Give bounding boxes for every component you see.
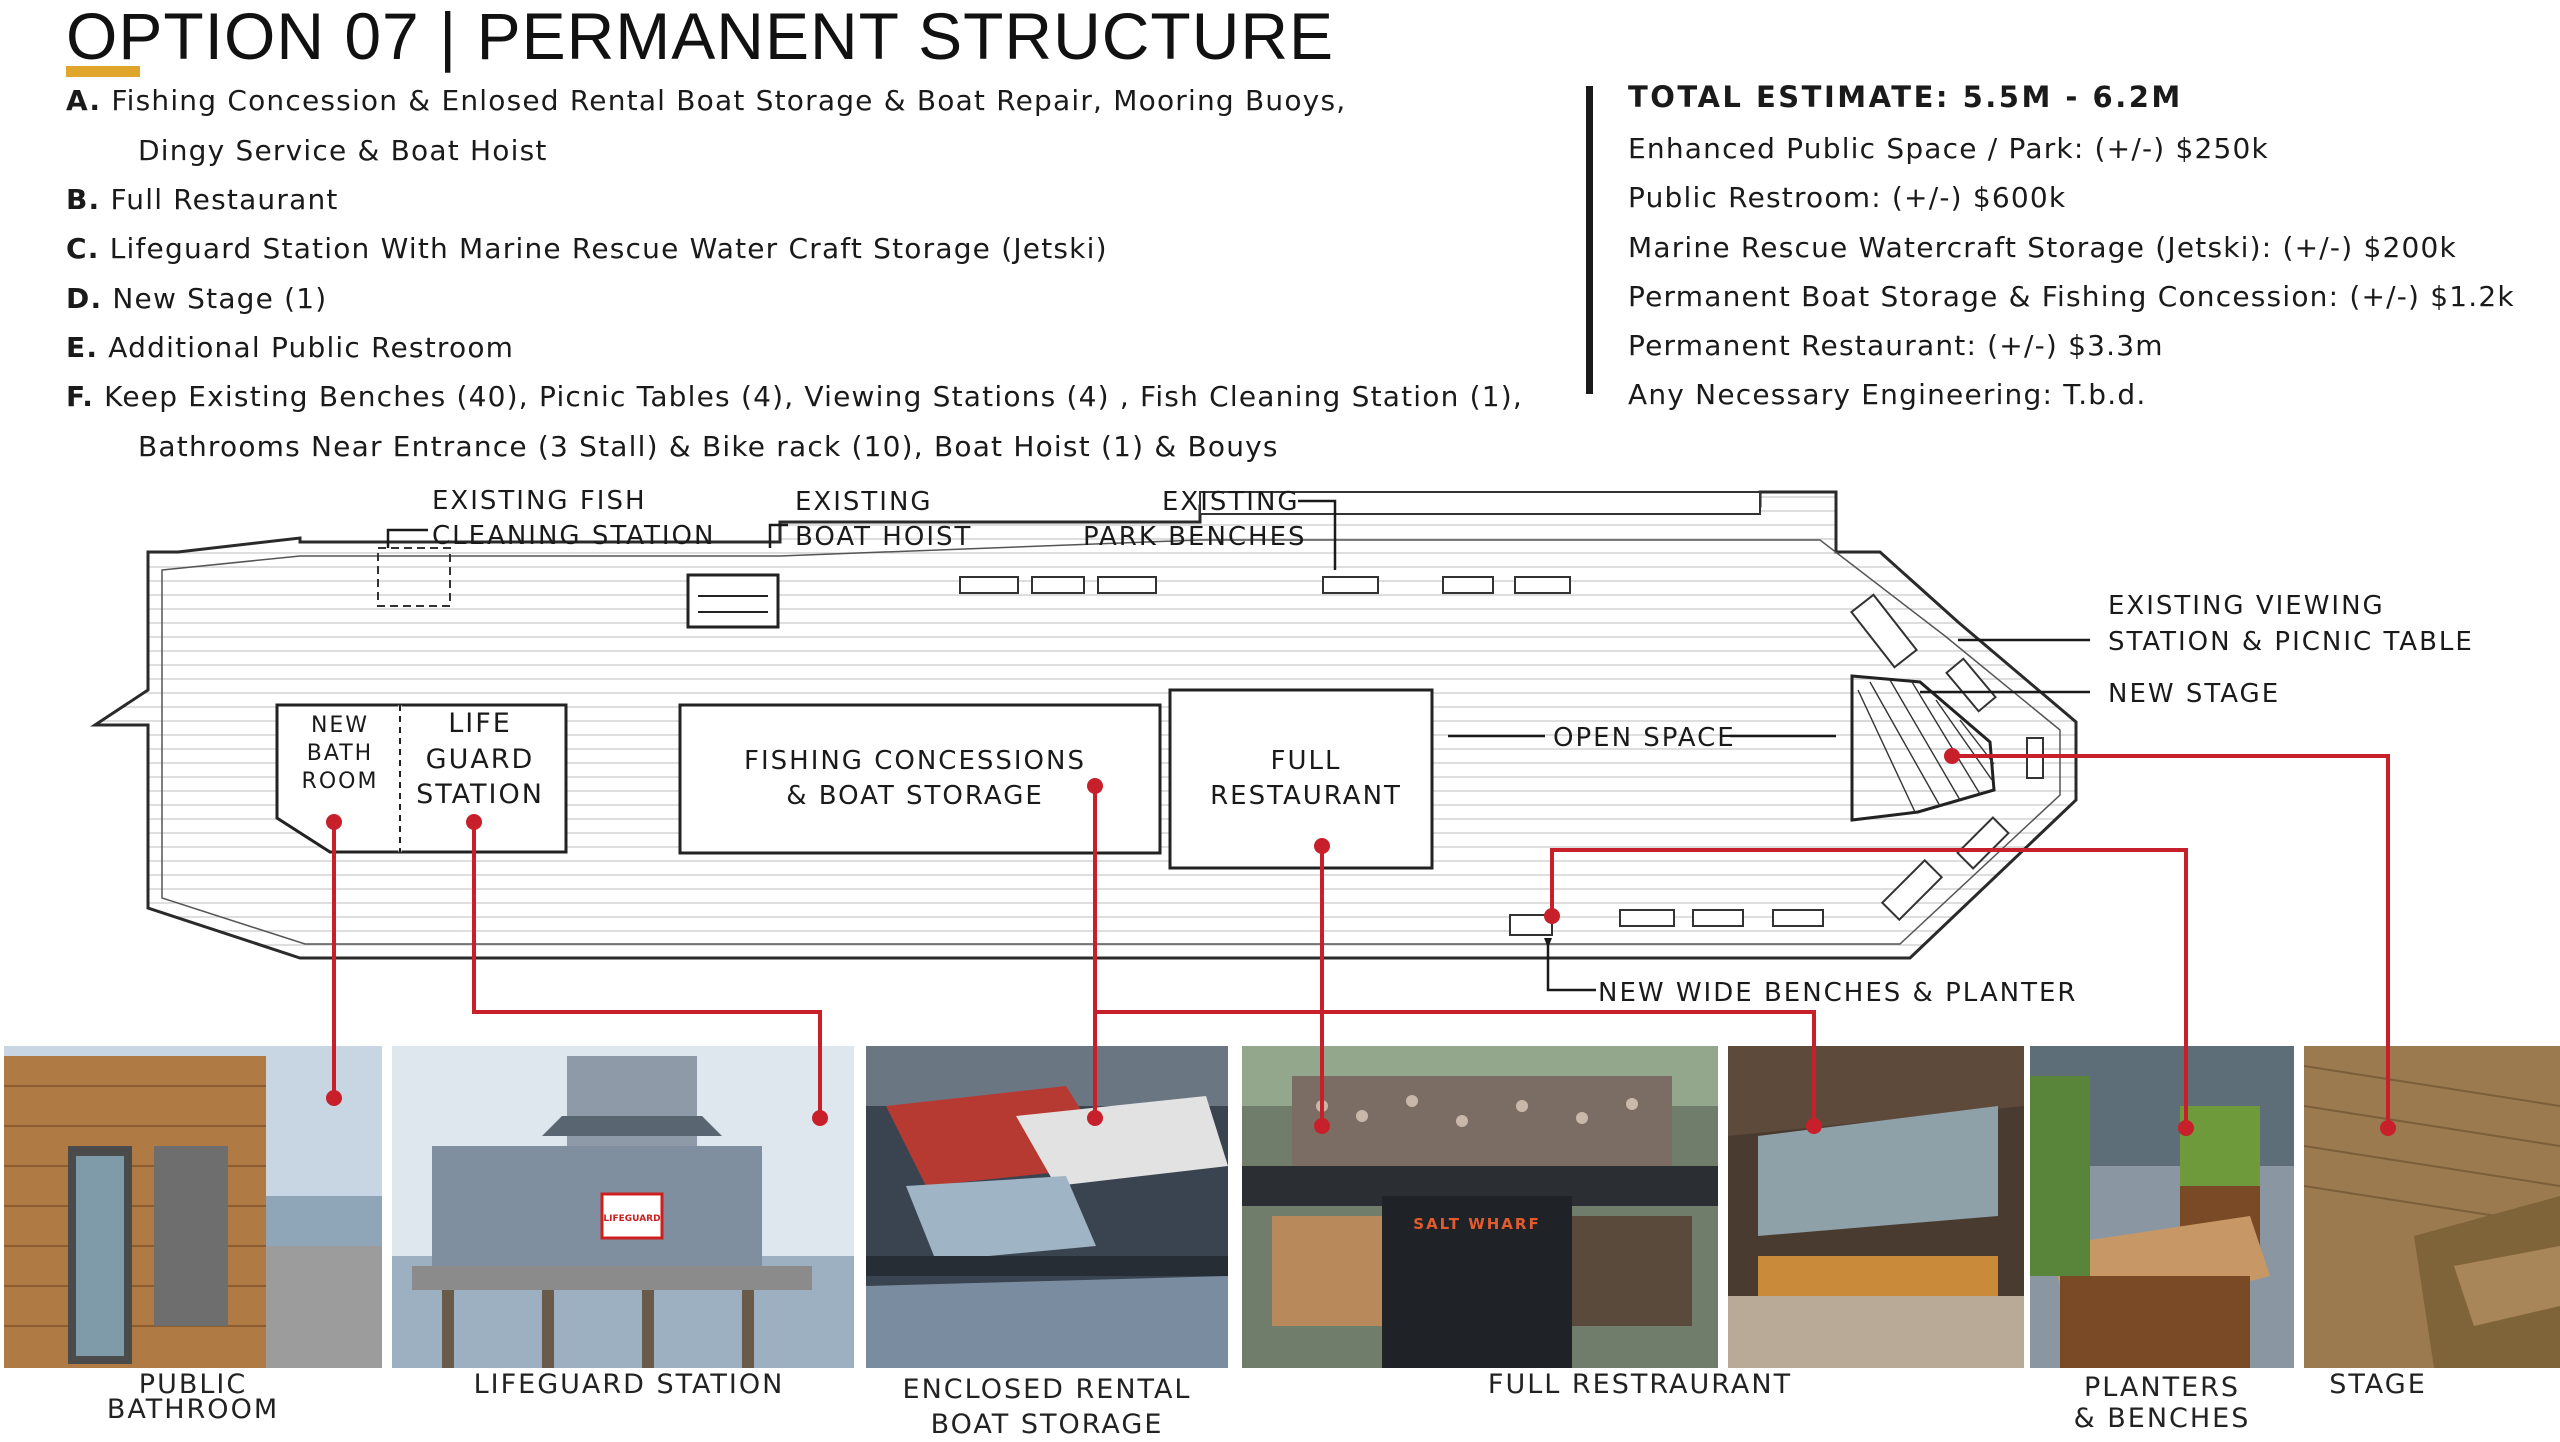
caption-stage: STAGE [2329,1369,2427,1400]
page-title: OPTION 07 | PERMANENT STRUCTURE [66,0,1335,73]
label-fishing-1: FISHING CONCESSIONS [744,746,1086,776]
label-fish-cleaning-1: EXISTING FISH [432,486,647,516]
leader-lifeguard [472,822,822,1118]
estimate-divider [1586,86,1593,394]
existing-boat-hoist [686,573,780,629]
title-accent-bar [66,66,140,77]
label-lifeguard-1: LIFE [448,708,512,739]
pier-inner-edge [161,539,2061,945]
estimate-item-restroom: Public Restroom: (+/-) $600k [1628,181,2067,214]
scope-item-a: A. Fishing Concession & Enlosed Rental B… [66,84,1347,117]
new-bathroom-outline [275,703,402,854]
scope-item-f-cont: Bathrooms Near Entrance (3 Stall) & Bike… [138,430,1279,463]
caption-planters-benches: PLANTERS& BENCHES [2073,1372,2251,1434]
scope-item-b: B. Full Restaurant [66,183,339,216]
label-lifeguard-2: GUARD [426,744,535,775]
photo-planters-benches [2030,1046,2294,1368]
photo-boat-storage [866,1046,1228,1368]
scope-item-a-cont: Dingy Service & Boat Hoist [138,134,548,167]
label-boat-hoist-1: EXISTING [795,487,933,517]
site-plan: EXISTING FISH CLEANING STATION EXISTING … [90,486,2474,1008]
label-restaurant-2: RESTAURANT [1210,781,1402,811]
scope-item-d: D. New Stage (1) [66,282,328,315]
scope-item-e: E. Additional Public Restroom [66,331,515,364]
caption-lifeguard-station: LIFEGUARD STATION [473,1369,785,1400]
label-new-bath-2: BATH [307,741,373,766]
caption-full-restaurant: FULL RESTRAURANT [1487,1369,1793,1400]
stage-hatching [1857,679,1995,813]
label-open-space: OPEN SPACE [1553,723,1736,753]
label-viewing-1: EXISTING VIEWING [2108,591,2385,621]
label-new-bath-3: ROOM [302,769,379,794]
label-fish-cleaning-2: CLEANING STATION [432,521,715,551]
estimate-item-jetski: Marine Rescue Watercraft Storage (Jetski… [1628,231,2457,264]
salt-wharf-sign: SALT WHARF [1413,1215,1540,1233]
estimate-item-park: Enhanced Public Space / Park: (+/-) $250… [1628,132,2269,165]
plan-leaders [386,499,2090,992]
fishing-concession-outline [678,703,1162,855]
scope-item-f: F. Keep Existing Benches (40), Picnic Ta… [66,380,1523,413]
leader-planters [1550,848,2188,1128]
restaurant-outline [1168,688,1434,870]
estimate-item-engineering: Any Necessary Engineering: T.b.d. [1628,378,2147,411]
estimate-item-restaurant: Permanent Restaurant: (+/-) $3.3m [1628,329,2164,362]
label-viewing-2: STATION & PICNIC TABLE [2108,627,2474,657]
label-restaurant-1: FULL [1271,746,1342,776]
leader-stage [1952,754,2390,1128]
lifeguard-station-outline [398,703,568,854]
photo-lifeguard-station: LIFEGUARD [392,1046,854,1368]
label-new-stage: NEW STAGE [2108,679,2280,709]
photo-public-bathroom [4,1046,382,1368]
label-benches-planter: NEW WIDE BENCHES & PLANTER [1598,978,2077,1008]
label-fishing-2: & BOAT STORAGE [786,781,1044,811]
photo-stage [2304,1046,2560,1368]
leader-boat-storage-2 [1095,1010,1816,1126]
scope-item-c: C. Lifeguard Station With Marine Rescue … [66,232,1108,265]
estimate-item-boat-storage: Permanent Boat Storage & Fishing Concess… [1628,280,2515,313]
photo-restaurant-interior [1728,1046,2024,1368]
estimate-title: TOTAL ESTIMATE: 5.5M - 6.2M [1628,80,2183,114]
label-boat-hoist-2: BOAT HOIST [795,522,972,552]
park-benches [959,576,1824,936]
existing-building-strip [1199,491,1761,515]
label-lifeguard-3: STATION [416,779,544,810]
lifeguard-sign-text: LIFEGUARD [603,1214,660,1224]
label-new-bath-1: NEW [311,713,369,738]
label-park-benches-2: PARK BENCHES [1083,522,1307,552]
label-park-benches-1: EXISTING [1162,487,1300,517]
